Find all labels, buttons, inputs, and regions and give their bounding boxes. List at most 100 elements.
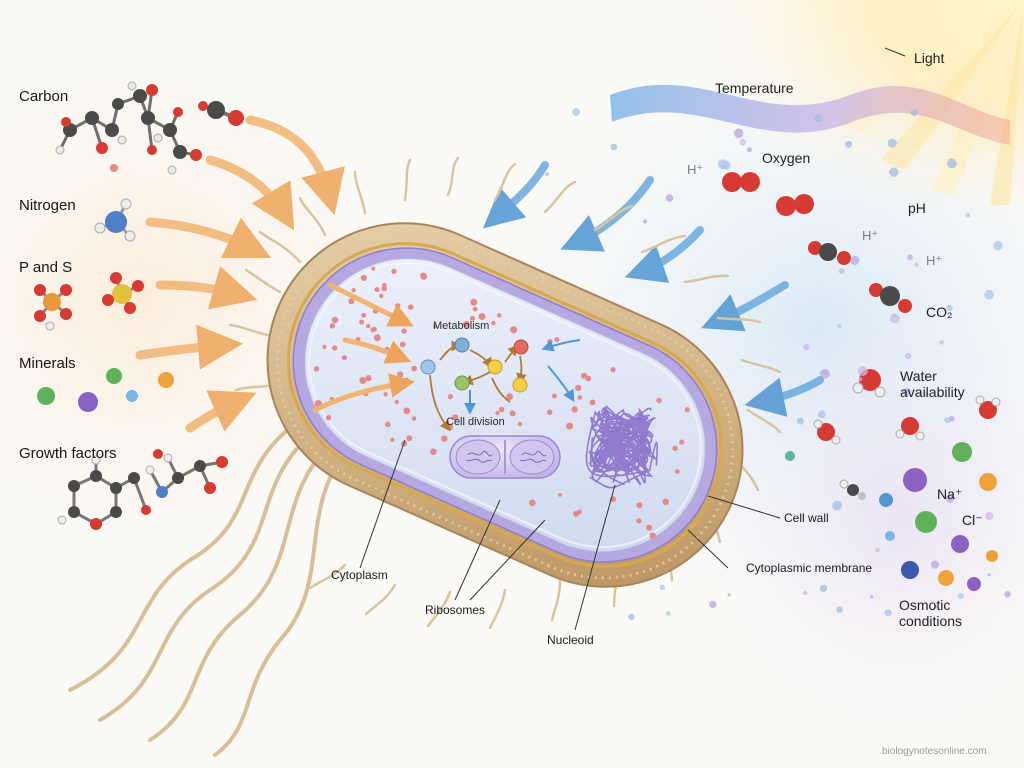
co-molecule-icon bbox=[198, 101, 244, 126]
sulfate-molecule-icon bbox=[102, 272, 144, 314]
ribosome bbox=[383, 392, 388, 397]
particle bbox=[965, 212, 971, 218]
label-growth-factors: Growth factors bbox=[19, 445, 117, 462]
ribosome bbox=[351, 288, 356, 293]
ribosome bbox=[430, 448, 437, 455]
ribosome bbox=[470, 298, 478, 306]
particle bbox=[832, 500, 842, 511]
particle bbox=[946, 304, 953, 312]
label-h-plus-2: H⁺ bbox=[862, 228, 879, 243]
ribosome bbox=[636, 518, 642, 524]
label-ribosomes: Ribosomes bbox=[425, 603, 486, 617]
label-water-line-1: Water bbox=[900, 368, 937, 384]
ribosome bbox=[506, 393, 513, 400]
ribosome bbox=[472, 306, 478, 312]
label-osmotic-line-1: Osmotic bbox=[899, 597, 951, 613]
label-water-availability: Water availability bbox=[900, 368, 965, 400]
ribosomes-group bbox=[313, 266, 690, 539]
ribosome bbox=[662, 498, 669, 506]
particle bbox=[817, 410, 826, 419]
dna-strand bbox=[599, 435, 651, 474]
particle bbox=[746, 147, 753, 153]
particle bbox=[803, 343, 810, 351]
ribosome bbox=[470, 315, 475, 321]
particle bbox=[643, 219, 648, 224]
ribosome bbox=[441, 435, 448, 442]
ribosome bbox=[581, 372, 588, 379]
ribosome bbox=[528, 499, 536, 507]
ribosome bbox=[420, 273, 428, 280]
particle bbox=[572, 108, 581, 116]
ribosome bbox=[478, 313, 486, 320]
ribosome bbox=[575, 384, 582, 392]
particle bbox=[910, 109, 918, 117]
particle bbox=[887, 138, 897, 148]
dna-strand bbox=[591, 424, 649, 483]
particle bbox=[733, 128, 744, 139]
label-h-plus-3: H⁺ bbox=[926, 253, 943, 268]
label-metabolism: Metabolism bbox=[433, 320, 490, 332]
oxygen-molecule-icon bbox=[722, 172, 814, 216]
ribosome bbox=[361, 312, 367, 318]
dna-strand bbox=[590, 414, 656, 470]
particle bbox=[659, 584, 665, 590]
phosphate-molecule-icon bbox=[34, 284, 72, 331]
particle bbox=[545, 172, 549, 177]
ions-icon bbox=[785, 442, 998, 591]
ribosome bbox=[331, 316, 339, 324]
label-h-plus-1: H⁺ bbox=[687, 162, 704, 177]
ribosome bbox=[566, 422, 574, 430]
label-carbon: Carbon bbox=[19, 88, 69, 105]
ribosome bbox=[672, 445, 678, 451]
particle bbox=[838, 268, 845, 274]
ribosome bbox=[406, 435, 413, 442]
particle bbox=[781, 111, 785, 116]
particle bbox=[903, 387, 911, 396]
ribosome bbox=[558, 492, 562, 497]
particle bbox=[845, 140, 852, 148]
ribosome bbox=[359, 377, 367, 384]
ribosome bbox=[610, 367, 616, 373]
particle bbox=[934, 605, 938, 609]
label-cytoplasm: Cytoplasm bbox=[331, 568, 388, 582]
ribosome bbox=[452, 414, 459, 421]
ribosome bbox=[411, 365, 418, 372]
ribosome bbox=[374, 287, 380, 293]
particle bbox=[837, 324, 842, 329]
particle bbox=[797, 417, 804, 425]
ribosome bbox=[359, 319, 365, 325]
ribosome bbox=[497, 313, 502, 318]
ribosome bbox=[390, 437, 395, 442]
ribosome bbox=[365, 375, 372, 382]
ribosome bbox=[573, 510, 579, 517]
particle bbox=[610, 143, 618, 151]
particle bbox=[957, 593, 964, 600]
label-cell-wall: Cell wall bbox=[784, 511, 829, 525]
carbon-molecule-icon bbox=[55, 81, 202, 175]
particle bbox=[727, 593, 731, 597]
particle bbox=[1004, 591, 1011, 598]
particle bbox=[945, 494, 955, 503]
label-osmotic-conditions: Osmotic conditions bbox=[899, 597, 962, 629]
particle bbox=[948, 415, 955, 422]
label-ph: pH bbox=[908, 200, 926, 216]
particle bbox=[930, 560, 940, 569]
particle bbox=[923, 392, 928, 396]
particle bbox=[836, 606, 843, 613]
water-molecule-icon bbox=[813, 369, 1001, 500]
ribosome bbox=[684, 407, 690, 413]
particle bbox=[814, 113, 823, 122]
ammonia-molecule-icon bbox=[94, 198, 136, 242]
ribosome bbox=[348, 298, 355, 305]
ribosome bbox=[433, 324, 438, 329]
ribosome bbox=[329, 323, 336, 329]
particle bbox=[717, 159, 728, 170]
ribosome bbox=[360, 274, 367, 281]
source-credit: biologynotesonline.com bbox=[882, 746, 987, 757]
ribosome bbox=[411, 416, 417, 421]
ribosome bbox=[322, 344, 327, 350]
ribosome bbox=[332, 345, 338, 351]
ribosome bbox=[589, 399, 596, 406]
ribosome bbox=[517, 421, 523, 427]
